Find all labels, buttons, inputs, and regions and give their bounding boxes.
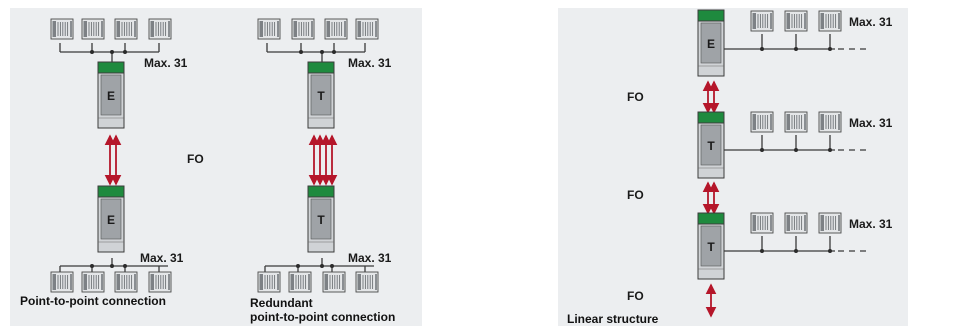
end-module: E (97, 185, 125, 253)
module-letter: T (707, 139, 715, 153)
transit-module: T (307, 185, 335, 253)
io-device-icon (114, 271, 138, 293)
max-label: Max. 31 (849, 217, 893, 231)
device-row (50, 271, 172, 293)
fo-label: FO (627, 90, 644, 104)
end-module: E (697, 9, 725, 77)
io-device-icon (784, 10, 808, 32)
io-device-icon (322, 271, 346, 293)
device-row (50, 18, 172, 40)
io-device-icon (355, 18, 379, 40)
io-device-icon (818, 212, 842, 234)
linear-section: E Max. 31 FO T Max. 31 FO T Max. 31 FO L… (567, 9, 893, 326)
io-device-icon (148, 271, 172, 293)
io-device-icon (818, 111, 842, 133)
io-device-icon (288, 271, 312, 293)
caption-redundant-line2: point-to-point connection (250, 310, 395, 324)
device-row (257, 271, 379, 293)
io-device-icon (750, 212, 774, 234)
device-row (750, 111, 842, 133)
module-letter: T (707, 240, 715, 254)
end-module: E (97, 61, 125, 129)
module-letter: E (107, 213, 115, 227)
io-device-icon (50, 271, 74, 293)
io-device-icon (114, 18, 138, 40)
max-label: Max. 31 (849, 15, 893, 29)
io-device-icon (257, 271, 281, 293)
caption-p2p: Point-to-point connection (20, 294, 166, 308)
module-letter: E (707, 37, 715, 51)
device-row (750, 212, 842, 234)
p2p-section: Max. 31 E E Max. 31 Point-to-point conne… (20, 18, 188, 308)
io-device-icon (291, 18, 315, 40)
module-letter: T (317, 213, 325, 227)
io-device-icon (750, 111, 774, 133)
io-device-icon (784, 212, 808, 234)
io-device-icon (148, 18, 172, 40)
io-device-icon (50, 18, 74, 40)
device-row (750, 10, 842, 32)
max-label: Max. 31 (849, 116, 893, 130)
io-device-icon (324, 18, 348, 40)
io-device-icon (81, 271, 105, 293)
max-label: Max. 31 (348, 251, 392, 265)
io-device-icon (784, 111, 808, 133)
max-label: Max. 31 (144, 56, 188, 70)
right-panel (558, 8, 908, 326)
io-device-icon (818, 10, 842, 32)
max-label: Max. 31 (140, 251, 184, 265)
redundant-section: Max. 31 T T Max. 31 Redundant point-to-p… (250, 18, 395, 324)
io-device-icon (355, 271, 379, 293)
module-letter: E (107, 89, 115, 103)
transit-module: T (307, 61, 335, 129)
fo-label: FO (627, 188, 644, 202)
transit-module: T (697, 111, 725, 179)
io-device-icon (750, 10, 774, 32)
io-device-icon (81, 18, 105, 40)
fo-label: FO (627, 289, 644, 303)
module-letter: T (317, 89, 325, 103)
max-label: Max. 31 (348, 56, 392, 70)
io-device-icon (257, 18, 281, 40)
fo-label: FO (187, 152, 204, 166)
caption-linear: Linear structure (567, 312, 659, 326)
transit-module: T (697, 212, 725, 280)
caption-redundant-line1: Redundant (250, 296, 313, 310)
left-panel (10, 8, 422, 326)
device-row (257, 18, 379, 40)
